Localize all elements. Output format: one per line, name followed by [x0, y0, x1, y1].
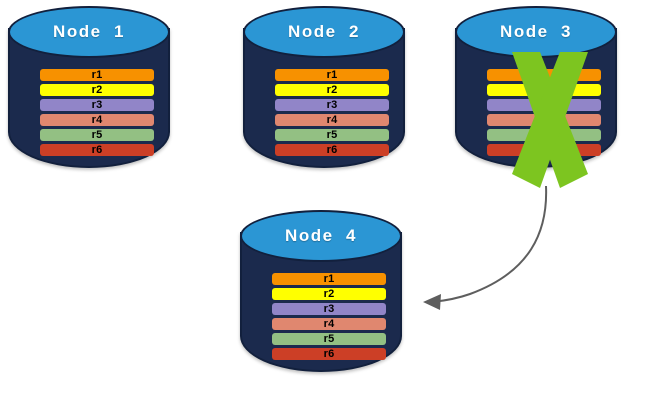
replica-row-label: r5 — [326, 128, 338, 141]
replica-row[interactable]: r3 — [272, 303, 386, 315]
replica-row-label: r2 — [323, 287, 335, 300]
replica-row[interactable]: r6 — [275, 144, 389, 156]
replica-row[interactable]: r4 — [487, 114, 601, 126]
replica-row-list: r1 r2 r3 r4 r5 r6 — [272, 273, 386, 360]
replica-row[interactable]: r3 — [40, 99, 154, 111]
replica-row-label: r1 — [326, 68, 338, 81]
database-node-3[interactable]: r1 r2 r3 r4 r5 r6 Node 3 — [455, 6, 617, 191]
cylinder-top-ellipse — [240, 210, 402, 262]
replica-row-label: r1 — [91, 68, 103, 81]
replica-row-list: r1 r2 r3 r4 r5 r6 — [275, 69, 389, 156]
replica-row-label: r3 — [91, 98, 103, 111]
replica-row[interactable]: r5 — [272, 333, 386, 345]
replica-row-label: r2 — [538, 83, 550, 96]
replica-row[interactable]: r1 — [272, 273, 386, 285]
replica-row[interactable]: r5 — [275, 129, 389, 141]
replica-row[interactable]: r6 — [272, 348, 386, 360]
replica-row[interactable]: r3 — [487, 99, 601, 111]
cylinder-top-ellipse — [8, 6, 170, 58]
replica-row-label: r4 — [538, 113, 550, 126]
node-title: Node 2 — [288, 22, 360, 41]
replica-row-label: r4 — [323, 317, 335, 330]
replica-row-label: r3 — [323, 302, 335, 315]
replica-row-list: r1 r2 r3 r4 r5 r6 — [40, 69, 154, 156]
replica-row-label: r6 — [326, 143, 338, 156]
database-node-2[interactable]: r1 r2 r3 r4 r5 r6 Node 2 — [243, 6, 405, 191]
node-title: Node 4 — [285, 226, 357, 245]
replica-row-label: r6 — [323, 347, 335, 360]
replica-row-label: r3 — [326, 98, 338, 111]
database-node-4[interactable]: r1 r2 r3 r4 r5 r6 Node 4 — [240, 210, 402, 395]
replica-row[interactable]: r1 — [487, 69, 601, 81]
replica-row-label: r5 — [91, 128, 103, 141]
replica-row[interactable]: r2 — [487, 84, 601, 96]
replica-row[interactable]: r2 — [272, 288, 386, 300]
replica-row-label: r4 — [326, 113, 338, 126]
replica-row[interactable]: r6 — [487, 144, 601, 156]
replica-row-label: r5 — [538, 128, 550, 141]
replica-row[interactable]: r4 — [272, 318, 386, 330]
replica-row[interactable]: r6 — [40, 144, 154, 156]
replica-row[interactable]: r3 — [275, 99, 389, 111]
replica-row[interactable]: r4 — [275, 114, 389, 126]
replica-row[interactable]: r5 — [487, 129, 601, 141]
replica-row-label: r6 — [91, 143, 103, 156]
replica-row-label: r2 — [91, 83, 103, 96]
replica-row[interactable]: r1 — [40, 69, 154, 81]
cylinder-top-ellipse — [243, 6, 405, 58]
database-node-1[interactable]: r1 r2 r3 r4 r5 r6 Node 1 — [8, 6, 170, 191]
replica-row[interactable]: r5 — [40, 129, 154, 141]
replica-row-label: r6 — [538, 143, 550, 156]
replica-row-label: r1 — [538, 68, 550, 81]
replica-row-label: r5 — [323, 332, 335, 345]
replica-row-label: r4 — [91, 113, 103, 126]
node-title: Node 3 — [500, 22, 572, 41]
replica-row-label: r1 — [323, 272, 335, 285]
replica-row[interactable]: r2 — [275, 84, 389, 96]
replica-row[interactable]: r2 — [40, 84, 154, 96]
replica-row[interactable]: r4 — [40, 114, 154, 126]
replica-row-label: r2 — [326, 83, 338, 96]
replica-row-label: r3 — [538, 98, 550, 111]
replica-row-list: r1 r2 r3 r4 r5 r6 — [487, 69, 601, 156]
replica-row[interactable]: r1 — [275, 69, 389, 81]
node-title: Node 1 — [53, 22, 125, 41]
